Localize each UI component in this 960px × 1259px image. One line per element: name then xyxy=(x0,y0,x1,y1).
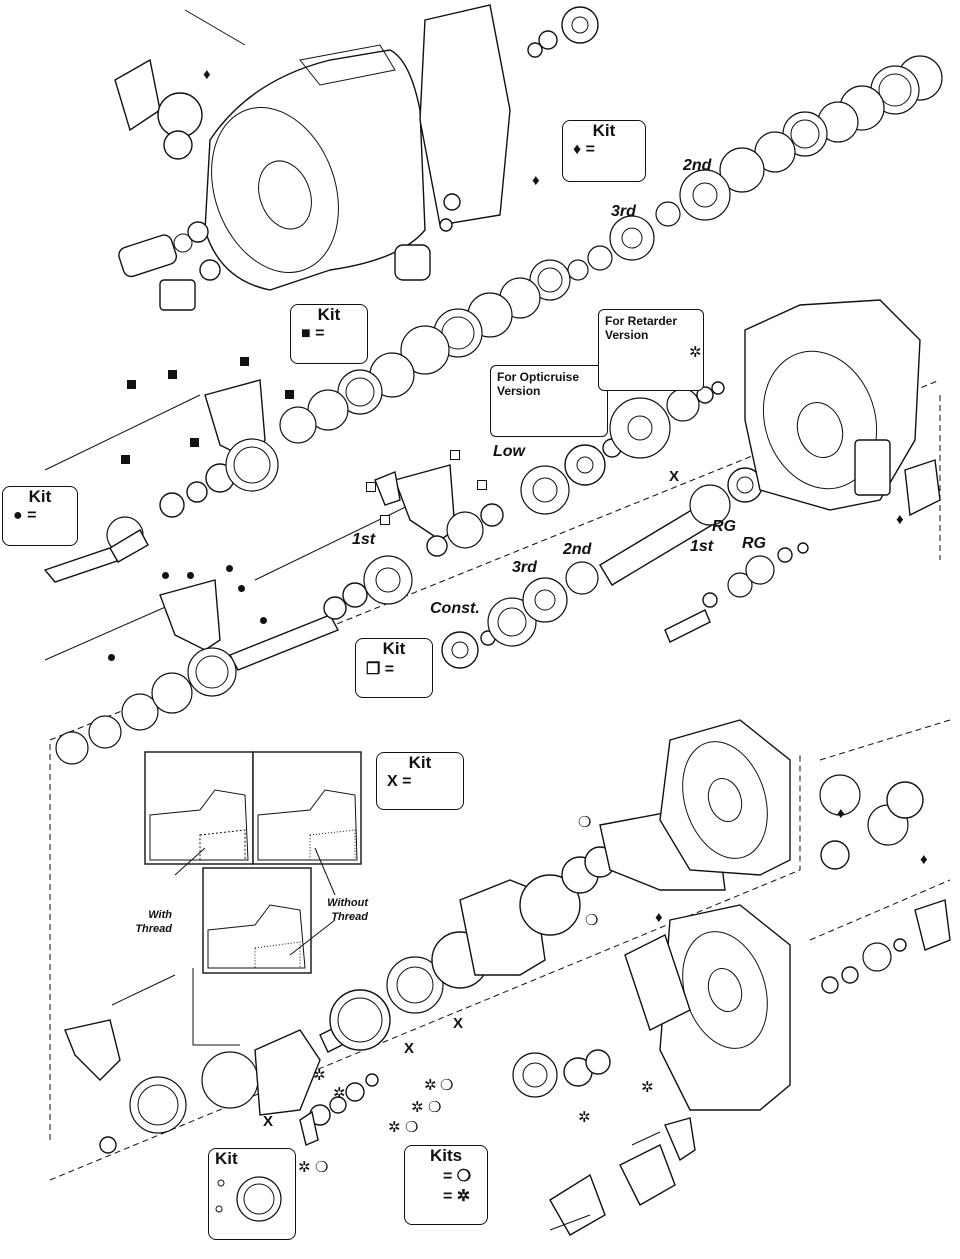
opticruise-label: For Opticruise Version xyxy=(497,370,580,398)
x-marker: X xyxy=(404,1040,415,1057)
selector-rod-2 xyxy=(254,499,421,581)
dot-marker xyxy=(226,565,233,572)
with-thread-callout: With Thread xyxy=(135,909,172,935)
kit-box-open-square: Kit ❐ = xyxy=(355,638,433,698)
kit-title: Kit xyxy=(215,1149,238,1168)
square-marker xyxy=(285,390,294,399)
open-square-marker xyxy=(477,480,487,490)
square-marker xyxy=(121,455,130,464)
kit-row: ■ = xyxy=(301,325,325,342)
kit-box-multi: Kits = ❍ = ✲ xyxy=(404,1145,488,1225)
kit-row: ♦ = xyxy=(573,141,595,158)
kit-title: Kit xyxy=(317,305,341,324)
label-2nd-main: 2nd xyxy=(563,541,592,558)
label-3rd-top: 3rd xyxy=(611,203,636,220)
dot-marker xyxy=(187,572,194,579)
kit-title: Kit xyxy=(28,487,52,506)
clutch-housing xyxy=(204,44,426,291)
star-marker: ✲ xyxy=(641,1079,654,1096)
dot-marker xyxy=(260,617,267,624)
without-thread-callout: Without Thread xyxy=(327,897,368,923)
dot-marker xyxy=(162,572,169,579)
star-marker: ✲ xyxy=(313,1067,326,1084)
retarder-version-box: For Retarder Version xyxy=(598,309,704,391)
ring-marker: ❍ xyxy=(315,1159,329,1176)
kit-box-square: Kit ■ = xyxy=(290,304,368,364)
label-rg-b: RG xyxy=(742,535,766,552)
kit-row-star: = ✲ xyxy=(443,1188,471,1205)
kit-title: Kits xyxy=(429,1146,463,1165)
thread-detail-panels xyxy=(144,751,362,1046)
rear-housing xyxy=(744,299,941,517)
shift-rod-top xyxy=(184,9,246,46)
diamond-marker: ♦ xyxy=(920,851,928,868)
diamond-marker: ♦ xyxy=(203,66,211,83)
x-marker: X xyxy=(669,468,680,485)
ring-marker: ❍ xyxy=(428,1099,442,1116)
star-marker: ✲ xyxy=(578,1109,591,1126)
ring-marker: ❍ xyxy=(405,1119,419,1136)
star-marker: ✲ xyxy=(298,1159,311,1176)
open-square-marker xyxy=(450,450,460,460)
diamond-marker: ♦ xyxy=(532,172,540,189)
open-square-marker xyxy=(380,515,390,525)
ring-marker: ❍ xyxy=(585,912,599,929)
input-shaft xyxy=(43,438,279,583)
main-shaft xyxy=(229,381,725,671)
kit-row: X = xyxy=(387,773,412,790)
label-3rd-main: 3rd xyxy=(512,559,537,576)
cover-gasket xyxy=(419,4,511,226)
square-marker xyxy=(240,357,249,366)
kit-box-dot: Kit ● = xyxy=(2,486,78,546)
kit-row-ring: = ❍ xyxy=(443,1168,472,1185)
square-marker xyxy=(168,370,177,379)
countershaft xyxy=(441,467,809,669)
star-marker: ✲ xyxy=(388,1119,401,1136)
ring-gear-icon xyxy=(215,1176,282,1222)
label-2nd-top: 2nd xyxy=(683,157,712,174)
kit-box-x: Kit X = xyxy=(376,752,464,810)
retarder-label: For Retarder Version xyxy=(605,314,678,342)
selector-rod-1 xyxy=(44,394,201,471)
diamond-marker: ♦ xyxy=(896,511,904,528)
star-marker: ✲ xyxy=(333,1085,346,1102)
opticruise-version-box: For Opticruise Version xyxy=(490,365,608,437)
ring-marker: ❍ xyxy=(578,814,592,831)
label-1st-main: 1st xyxy=(352,531,376,548)
synchro-ring-1 xyxy=(55,731,89,765)
ring-marker: ❍ xyxy=(440,1077,454,1094)
range-housing xyxy=(624,904,791,1111)
label-rg-a: RG xyxy=(712,518,736,535)
kit-row: ● = xyxy=(13,507,37,524)
star-marker: ✲ xyxy=(411,1099,424,1116)
kit-title: Kit xyxy=(408,753,432,772)
selector-rod-4 xyxy=(111,974,176,1006)
open-square-marker xyxy=(366,482,376,492)
intermediate-housing xyxy=(659,719,791,876)
square-marker xyxy=(190,438,199,447)
kit-title: Kit xyxy=(592,121,616,140)
x-marker: X xyxy=(263,1113,274,1130)
label-low: Low xyxy=(493,443,525,460)
dot-marker xyxy=(238,585,245,592)
kit-box-ring: Kit xyxy=(208,1148,296,1240)
diamond-marker: ♦ xyxy=(655,909,663,926)
diamond-marker: ♦ xyxy=(837,805,845,822)
kit-row: ❐ = xyxy=(366,661,395,678)
selector-rod-3 xyxy=(44,604,171,661)
star-marker: ✲ xyxy=(424,1077,437,1094)
label-const: Const. xyxy=(430,600,480,617)
x-marker: X xyxy=(453,1015,464,1032)
square-marker xyxy=(127,380,136,389)
star-marker: ✲ xyxy=(689,344,702,361)
kit-title: Kit xyxy=(382,639,406,658)
label-1st-rg: 1st xyxy=(690,538,714,555)
dot-marker xyxy=(108,654,115,661)
top-gear-train xyxy=(279,55,943,444)
kit-box-diamond: Kit ♦ = xyxy=(562,120,646,182)
